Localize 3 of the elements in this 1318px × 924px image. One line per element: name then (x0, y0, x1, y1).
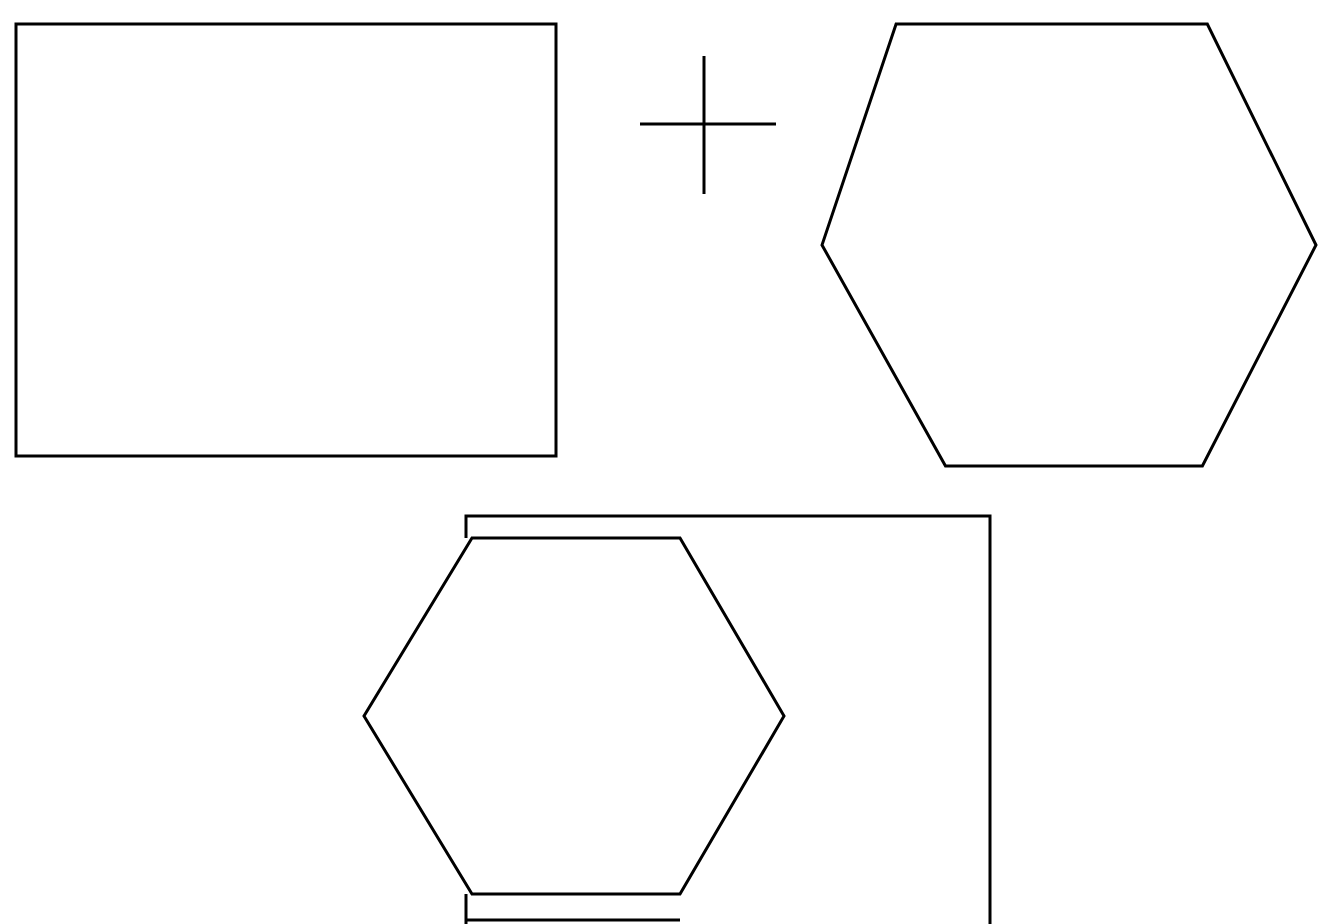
hexagon-shape (820, 22, 1318, 468)
hexagon-over-square-drawing (362, 514, 992, 924)
rectangle-shape (14, 22, 558, 458)
